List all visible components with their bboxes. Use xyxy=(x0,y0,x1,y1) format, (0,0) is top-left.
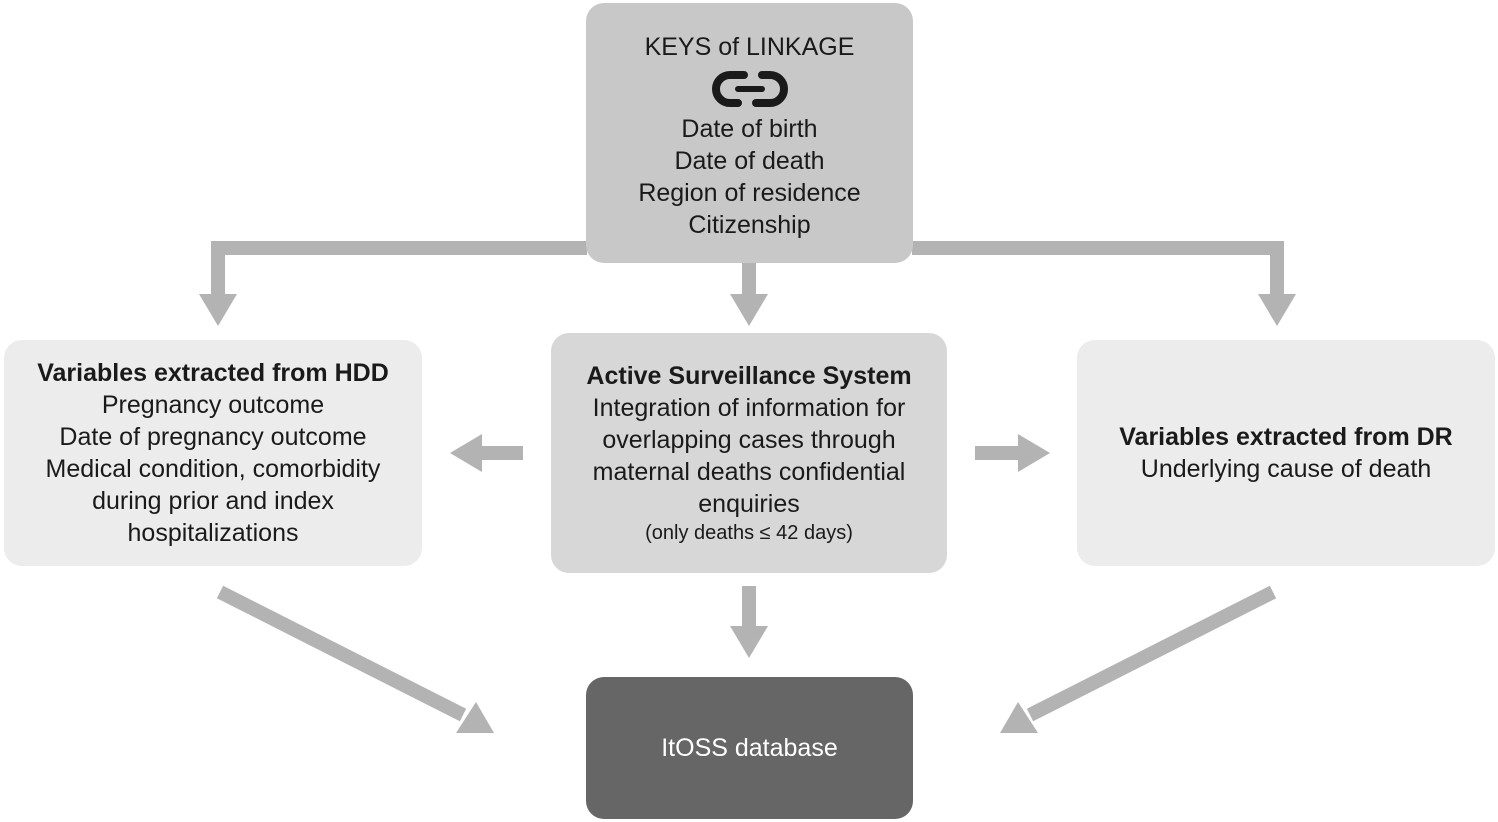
connector-ass-to-hdd xyxy=(480,446,523,460)
ass-item: overlapping cases through xyxy=(602,426,896,454)
connector-ass-to-db xyxy=(742,586,756,628)
dr-title: Variables extracted from DR xyxy=(1119,423,1453,451)
db-label: ItOSS database xyxy=(661,734,838,762)
dr-item: Underlying cause of death xyxy=(1140,455,1432,483)
hdd-item: during prior and index xyxy=(92,487,334,515)
arrowhead-to-dr xyxy=(1258,294,1296,326)
arrowhead-ass-to-dr xyxy=(1018,434,1050,472)
hdd-item: hospitalizations xyxy=(127,519,299,547)
keys-of-linkage-box: KEYS of LINKAGE Date of birth Date of de… xyxy=(586,3,913,263)
connector-keys-to-ass xyxy=(742,263,756,296)
dr-variables-box: Variables extracted from DR Underlying c… xyxy=(1077,340,1495,566)
keys-item-region-of-residence: Region of residence xyxy=(638,179,861,207)
active-surveillance-box: Active Surveillance System Integration o… xyxy=(551,333,947,573)
link-icon xyxy=(711,71,788,107)
arrowhead-to-db xyxy=(730,626,768,658)
connector-keys-to-hdd-vertical xyxy=(211,241,225,296)
connector-keys-to-dr-horizontal xyxy=(912,241,1284,255)
hdd-title: Variables extracted from HDD xyxy=(37,359,389,387)
connector-keys-to-dr-vertical xyxy=(1270,241,1284,296)
connector-dr-to-db xyxy=(1026,585,1277,722)
connector-hdd-to-db xyxy=(216,585,467,722)
arrowhead-hdd-to-db xyxy=(456,702,494,733)
keys-item-citizenship: Citizenship xyxy=(688,211,811,239)
hdd-item: Pregnancy outcome xyxy=(101,391,325,419)
hdd-variables-box: Variables extracted from HDD Pregnancy o… xyxy=(4,340,422,566)
keys-item-date-of-birth: Date of birth xyxy=(681,115,818,143)
keys-title: KEYS of LINKAGE xyxy=(644,33,855,61)
arrowhead-to-hdd xyxy=(199,294,237,326)
arrowhead-dr-to-db xyxy=(1000,702,1038,733)
connector-ass-to-dr xyxy=(975,446,1020,460)
hdd-item: Date of pregnancy outcome xyxy=(59,423,367,451)
ass-item: Integration of information for xyxy=(592,394,906,422)
arrowhead-ass-to-hdd xyxy=(450,434,482,472)
ass-item: maternal deaths confidential xyxy=(592,458,906,486)
connector-keys-to-hdd-horizontal xyxy=(211,241,587,255)
arrowhead-to-ass xyxy=(730,294,768,326)
ass-item: enquiries xyxy=(698,490,800,518)
hdd-item: Medical condition, comorbidity xyxy=(45,455,381,483)
ass-title: Active Surveillance System xyxy=(586,362,912,390)
itoss-database-box: ItOSS database xyxy=(586,677,913,819)
keys-item-date-of-death: Date of death xyxy=(674,147,825,175)
ass-note: (only deaths ≤ 42 days) xyxy=(645,522,853,544)
